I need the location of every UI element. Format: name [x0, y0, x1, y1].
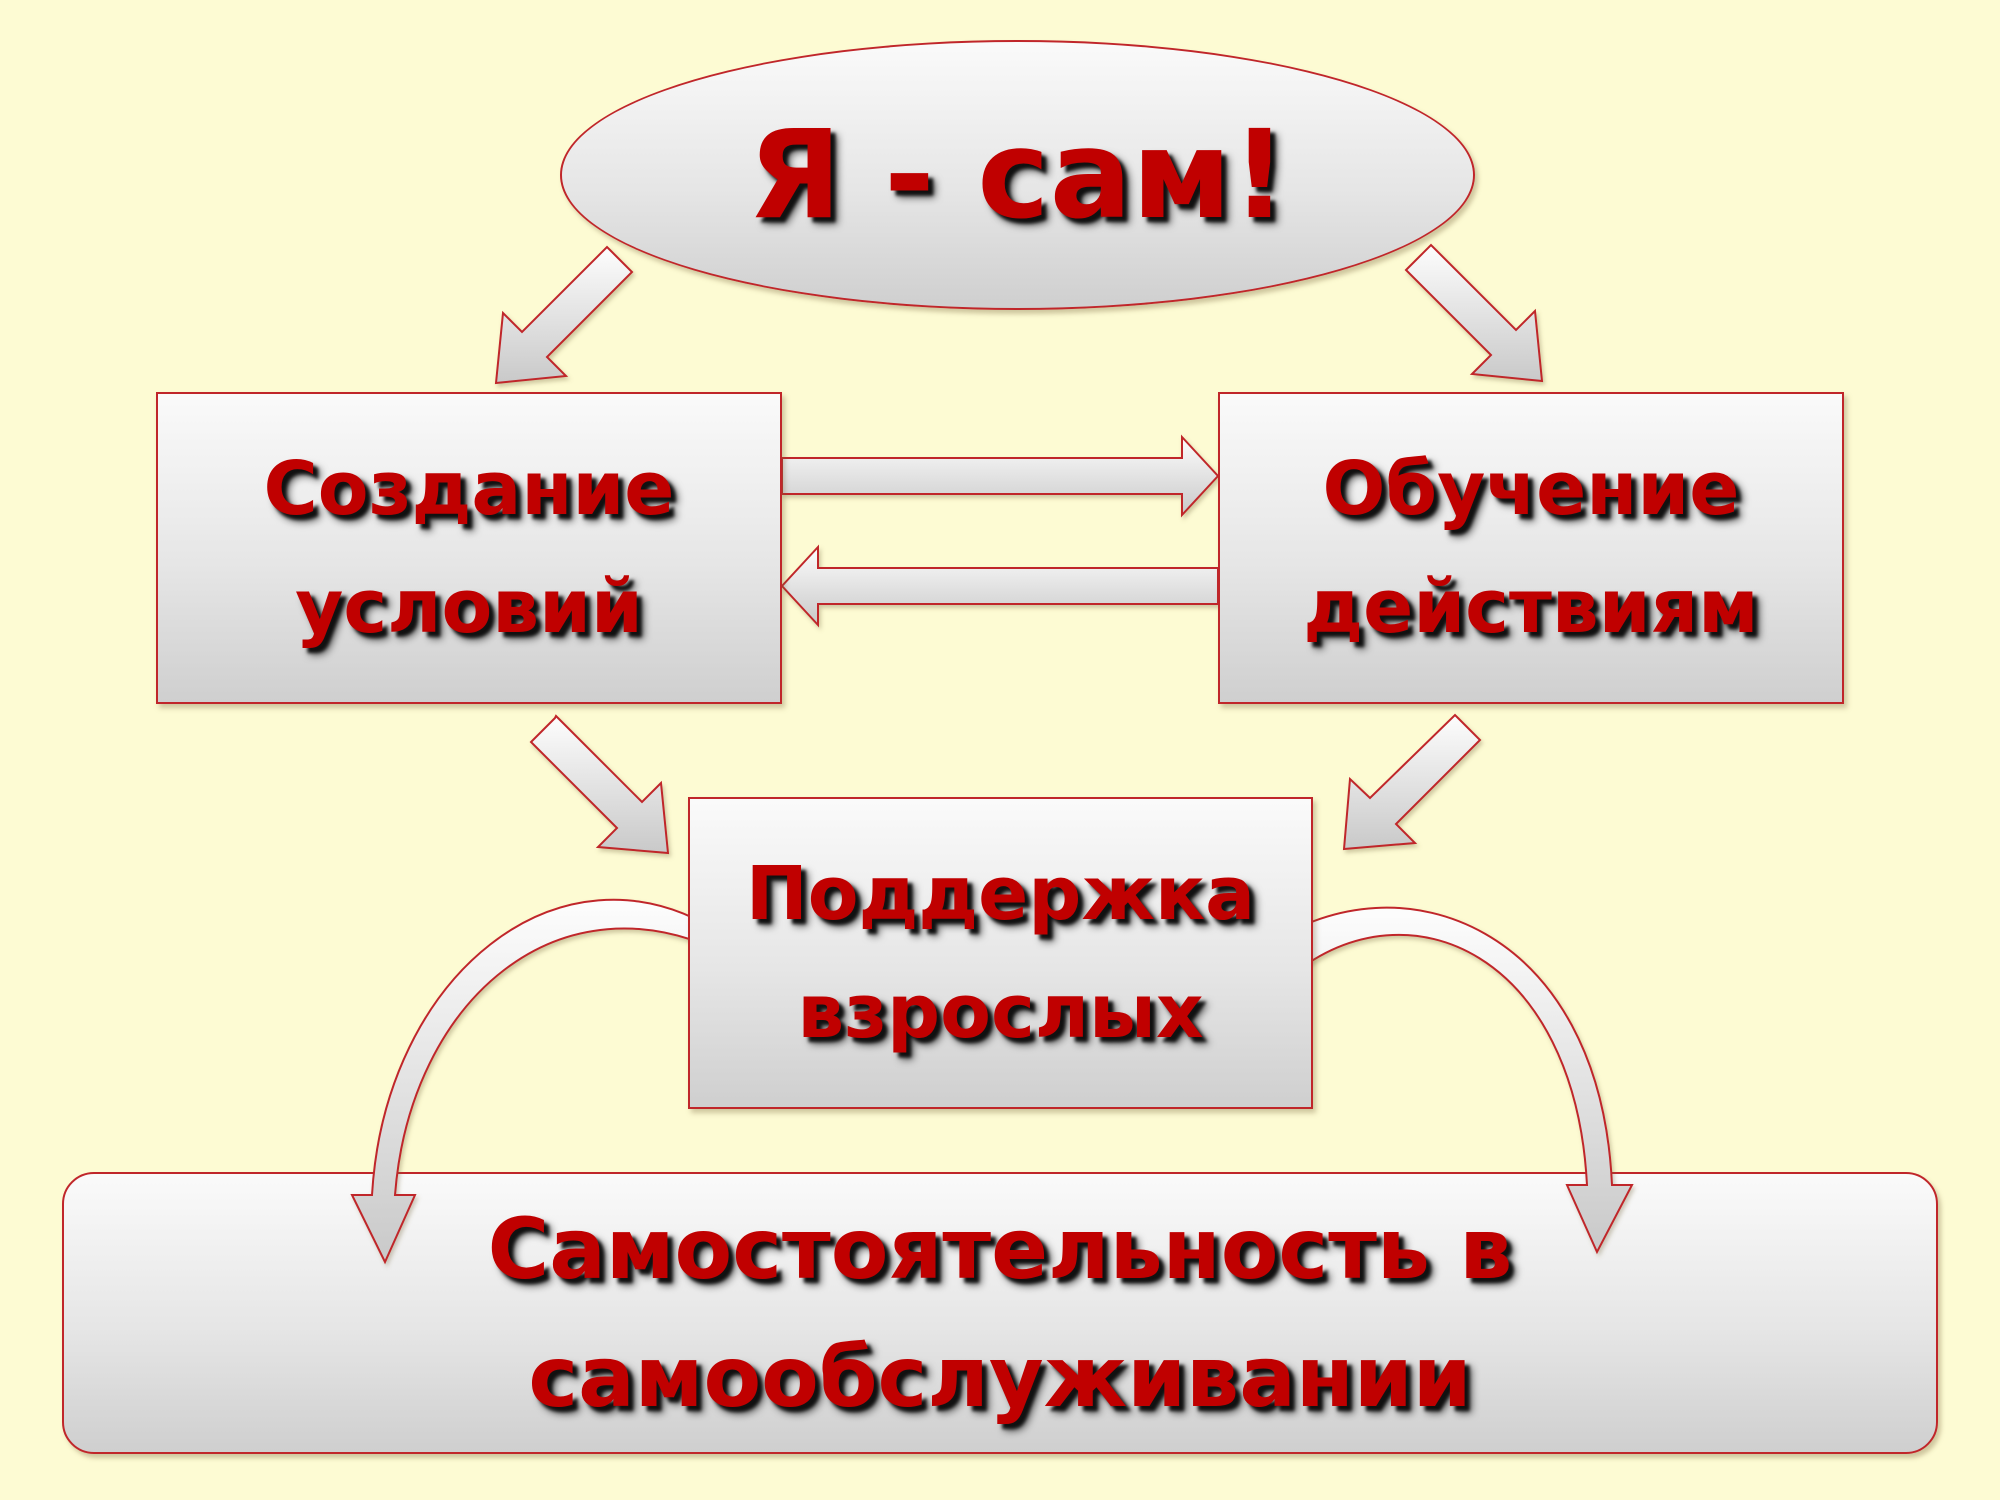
self-service-box: Самостоятельность в самообслуживании	[62, 1172, 1938, 1454]
arrow-middle-to-bottom-right	[1266, 906, 1634, 1255]
arrow-middle-to-bottom-left	[350, 898, 731, 1265]
teaching-actions-box: Обучение действиям	[1218, 392, 1844, 704]
creating-conditions-line1: Создание	[263, 446, 675, 532]
self-service-label-line2: самообслуживании	[528, 1328, 1472, 1426]
top-title: Я - сам!	[747, 103, 1288, 246]
arrow-right-to-left	[780, 544, 1219, 628]
teaching-actions-line1: Обучение	[1322, 446, 1740, 532]
creating-conditions-box: Создание условий	[156, 392, 782, 704]
top-ellipse: Я - сам!	[560, 40, 1475, 310]
adult-support-line2: взрослых	[797, 969, 1204, 1055]
adult-support-box: Поддержка взрослых	[688, 797, 1313, 1109]
arrow-left-to-middle	[529, 714, 670, 855]
arrow-left-to-right	[781, 434, 1220, 518]
creating-conditions-line2: условий	[295, 564, 643, 650]
teaching-actions-line2: действиям	[1303, 564, 1759, 650]
self-service-label-line1: Самостоятельность в	[487, 1200, 1513, 1298]
adult-support-line1: Поддержка	[745, 851, 1256, 937]
arrow-right-to-middle	[1342, 713, 1482, 851]
arrow-top-to-left	[494, 245, 634, 385]
arrow-top-to-right	[1404, 243, 1544, 383]
